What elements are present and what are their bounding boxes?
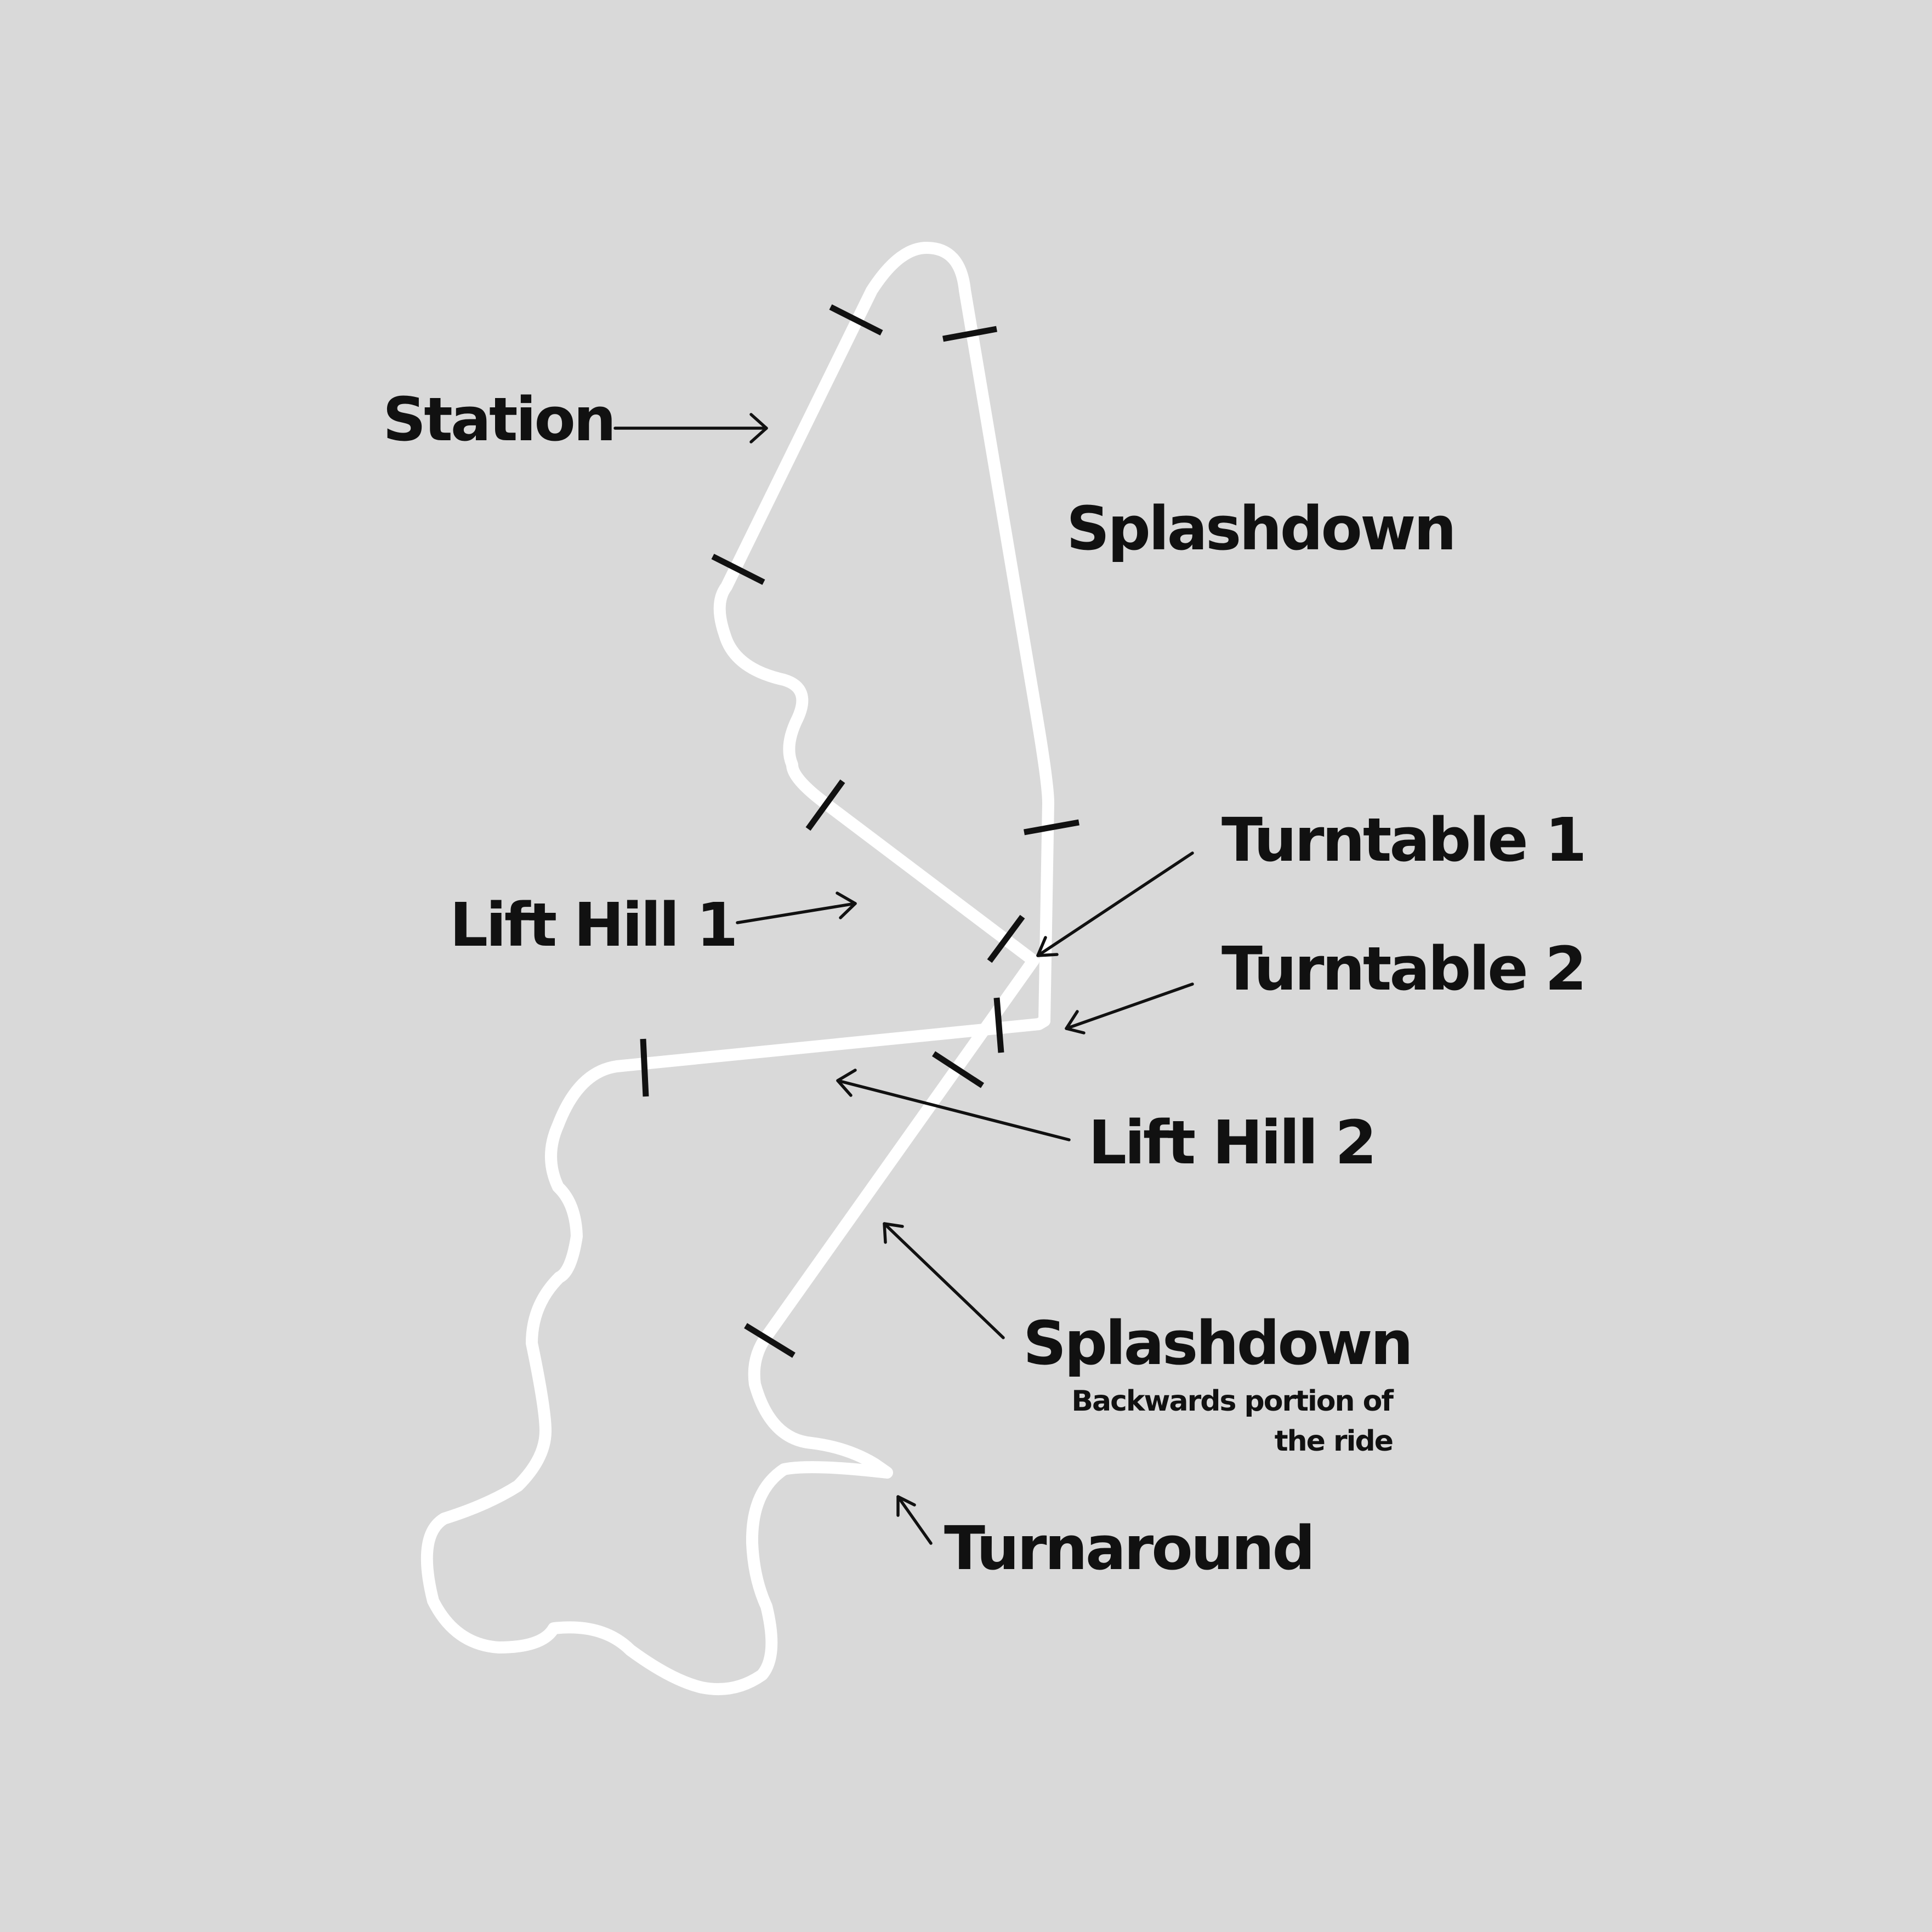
label-turntable-2: Turntable 2	[1221, 934, 1585, 1004]
marker-station-top	[829, 304, 883, 336]
label-backwards-note-line2: the ride	[1275, 1425, 1393, 1458]
labels: Station Splashdown Turntable 1 Lift Hill…	[383, 384, 1587, 1583]
turntable-2-arrow	[1065, 982, 1194, 1035]
label-turnaround: Turnaround	[944, 1513, 1313, 1583]
marker-lift1-end	[987, 914, 1025, 963]
lift-hill-2-arrow	[836, 1069, 1071, 1141]
label-turntable-1: Turntable 1	[1221, 805, 1585, 875]
marker-lift2-end	[640, 1038, 649, 1097]
section-markers	[640, 304, 1079, 1358]
track-upper-loop	[713, 242, 1054, 1027]
callout-arrows	[613, 413, 1194, 1545]
label-lift-hill-2: Lift Hill 2	[1088, 1107, 1375, 1178]
turntable-1-arrow	[1036, 851, 1194, 957]
label-lift-hill-1: Lift Hill 1	[450, 890, 736, 960]
turnaround-arrow	[896, 1495, 933, 1545]
marker-lift1-start	[805, 779, 845, 831]
marker-splashdown-bottom	[1024, 819, 1079, 836]
marker-splashdown-top	[942, 326, 997, 342]
track-lower-loop	[421, 954, 1050, 1696]
label-station: Station	[383, 384, 614, 454]
marker-turntable2	[993, 997, 1004, 1053]
splashdown-2-arrow	[883, 1222, 1005, 1339]
lift-hill-1-arrow	[736, 891, 857, 924]
station-arrow	[613, 413, 768, 444]
marker-station-bottom	[711, 554, 765, 585]
label-splashdown: Splashdown	[1066, 493, 1454, 564]
marker-backwards-splashdown	[744, 1323, 795, 1358]
marker-lift2-start	[931, 1051, 985, 1088]
label-backwards-note-line1: Backwards portion of	[1071, 1385, 1394, 1418]
label-splashdown-backwards: Splashdown	[1023, 1308, 1411, 1378]
